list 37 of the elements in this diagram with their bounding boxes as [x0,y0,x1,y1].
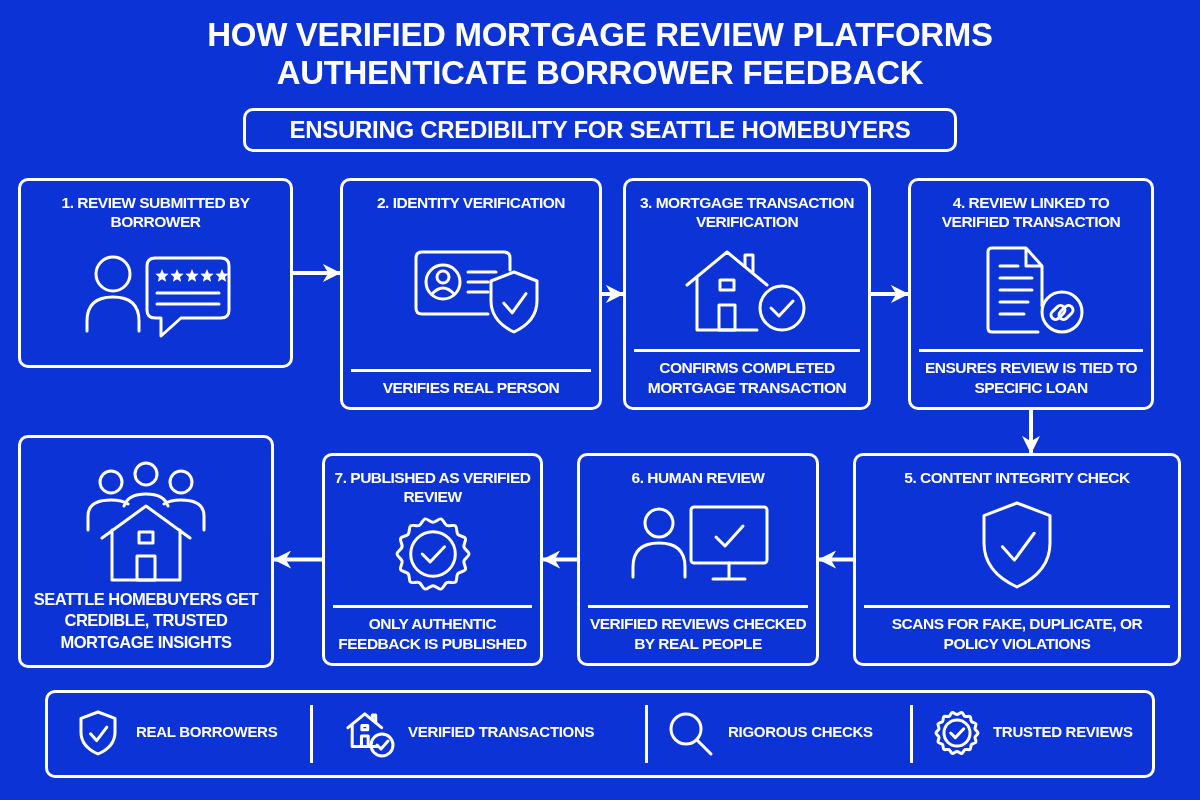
highlight-label: TRUSTED REVIEWS [993,723,1133,740]
step-card [623,178,871,410]
step-title: 6. HUMAN REVIEW [630,468,766,488]
arrow [818,550,853,569]
step-card [908,178,1154,410]
result-card [18,435,274,668]
step-title: 7. PUBLISHED AS VERIFIED REVIEW [333,468,532,507]
step-card [577,453,819,666]
highlight-label: REAL BORROWERS [136,723,278,740]
arrow [273,550,322,569]
step-description: SCANS FOR FAKE, DUPLICATE, OR POLICY VIOLATIONS [890,614,1144,653]
step-card [322,453,543,666]
title: HOW VERIFIED MORTGAGE REVIEW PLATFORMS AUTHENTICATE BORROWER FEEDBACK [206,16,994,92]
step-description: ENSURES REVIEW IS TIED TO SPECIFIC LOAN [924,358,1138,397]
step-card [340,178,602,410]
arrow [1022,410,1040,454]
highlight-label: VERIFIED TRANSACTIONS [408,723,595,740]
step-description: ONLY AUTHENTIC FEEDBACK IS PUBLISHED [337,614,528,653]
step-title: 4. REVIEW LINKED TO VERIFIED TRANSACTION [940,193,1122,232]
arrow [293,264,341,282]
result-text: SEATTLE HOMEBUYERS GET CREDIBLE, TRUSTED MORTGAGE INSIGHTS [32,588,260,653]
subtitle: ENSURING CREDIBILITY FOR SEATTLE HOMEBUYERS [289,116,911,144]
step-card [853,453,1181,666]
highlights-bar [45,690,1155,778]
step-title: 3. MORTGAGE TRANSACTION VERIFICATION [638,193,856,232]
step-title: 5. CONTENT INTEGRITY CHECK [903,468,1131,488]
subtitle-banner [243,108,957,152]
step-description: CONFIRMS COMPLETED MORTGAGE TRANSACTION [646,358,848,397]
arrow [542,550,577,569]
step-description: VERIFIED REVIEWS CHECKED BY REAL PEOPLE [588,614,808,653]
highlight-label: RIGOROUS CHECKS [728,723,873,740]
arrow [602,285,624,303]
step-card [18,178,293,368]
step-title: 2. IDENTITY VERIFICATION [375,193,567,213]
arrow [871,285,909,303]
step-title: 1. REVIEW SUBMITTED BY BORROWER [60,193,251,232]
step-description: VERIFIES REAL PERSON [381,377,561,397]
